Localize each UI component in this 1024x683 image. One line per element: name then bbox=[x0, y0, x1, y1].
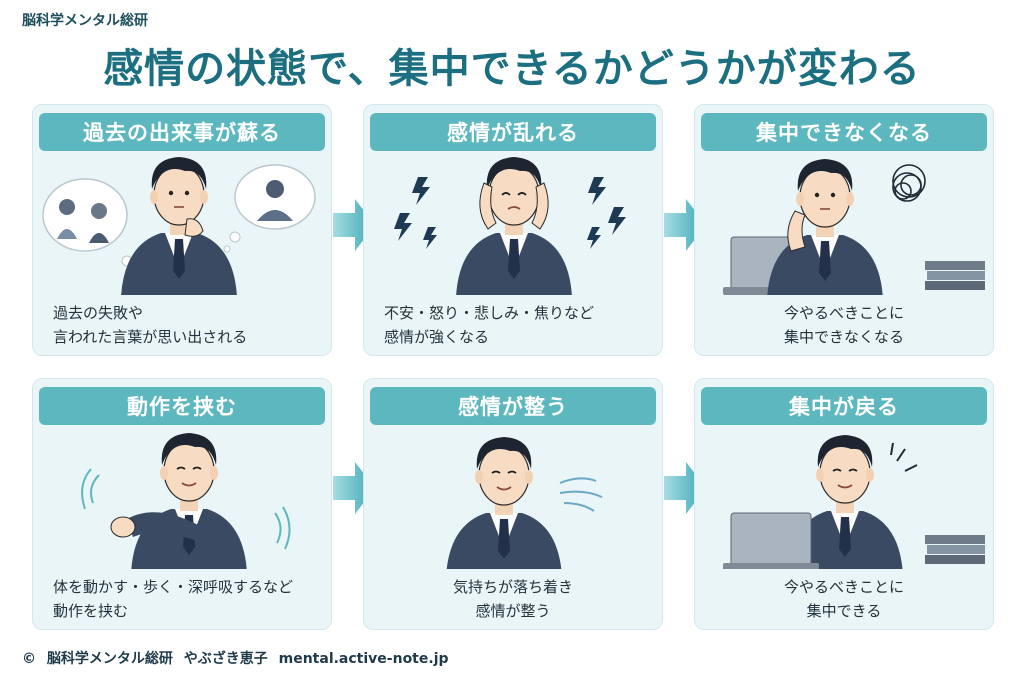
card-illustration bbox=[39, 431, 325, 574]
org-name: 脳科学メンタル総研 bbox=[22, 13, 148, 29]
card-description: 過去の失敗や 言われた言葉が思い出される bbox=[53, 304, 248, 346]
footer-url[interactable]: mental.active-note.jp bbox=[278, 651, 449, 667]
tangled-scribble-icon bbox=[892, 164, 926, 202]
card-illustration bbox=[370, 431, 656, 578]
footer-credit: © 脳科学メンタル総研 やぶざき恵子 mental.active-note.jp bbox=[22, 648, 455, 668]
card-heading: 集中できなくなる bbox=[701, 113, 987, 151]
card-insert-action: 動作を挟む 体を動かす・歩く・深呼吸するなど 動作を挟む bbox=[32, 378, 332, 630]
card-description: 今やるべきことに 集中できなくなる bbox=[783, 304, 904, 346]
card-cannot-focus: 集中できなくなる 今やるべきことに 集中できなくなる bbox=[694, 104, 994, 356]
thought-bubble-icon bbox=[223, 164, 316, 253]
card-focus-returns: 集中が戻る 今やるべきことに 集中できる bbox=[694, 378, 994, 630]
card-emotions-disturbed: 感情が乱れる bbox=[363, 104, 663, 356]
card-emotions-settled: 感情が整う 気持ちが落ち着き 感情が整う bbox=[363, 378, 663, 630]
lightning-icon bbox=[394, 177, 437, 249]
motion-lines-icon bbox=[81, 468, 291, 550]
card-past-events: 過去の出来事が蘇る bbox=[32, 104, 332, 356]
lightning-icon bbox=[587, 177, 626, 249]
footer-author: やぶざき恵子 bbox=[183, 651, 268, 667]
footer-org: 脳科学メンタル総研 bbox=[46, 651, 173, 667]
laptop-icon bbox=[722, 512, 820, 572]
card-heading: 集中が戻る bbox=[701, 387, 987, 425]
book-stack-icon bbox=[925, 535, 985, 564]
page-title: 感情の状態で、集中できるかどうかが変わる bbox=[103, 46, 921, 92]
card-illustration bbox=[701, 431, 987, 576]
card-heading: 過去の出来事が蘇る bbox=[39, 113, 325, 151]
thought-bubble-icon bbox=[42, 178, 139, 277]
card-description: 体を動かす・歩く・深呼吸するなど 動作を挟む bbox=[53, 578, 294, 620]
book-stack-icon bbox=[925, 261, 985, 290]
copyright-icon: © bbox=[22, 651, 36, 667]
card-description: 気持ちが落ち着き 感情が整う bbox=[452, 578, 573, 620]
card-illustration bbox=[701, 157, 987, 300]
card-heading: 感情が乱れる bbox=[370, 113, 656, 151]
card-description: 今やるべきことに 集中できる bbox=[783, 578, 904, 620]
card-illustration bbox=[370, 156, 656, 298]
breath-wind-icon bbox=[559, 477, 603, 512]
card-heading: 感情が整う bbox=[370, 387, 656, 425]
card-description: 不安・怒り・悲しみ・焦りなど 感情が強くなる bbox=[384, 304, 595, 346]
card-heading: 動作を挟む bbox=[39, 387, 325, 425]
sparkle-lines-icon bbox=[890, 442, 918, 472]
card-illustration bbox=[39, 156, 325, 298]
